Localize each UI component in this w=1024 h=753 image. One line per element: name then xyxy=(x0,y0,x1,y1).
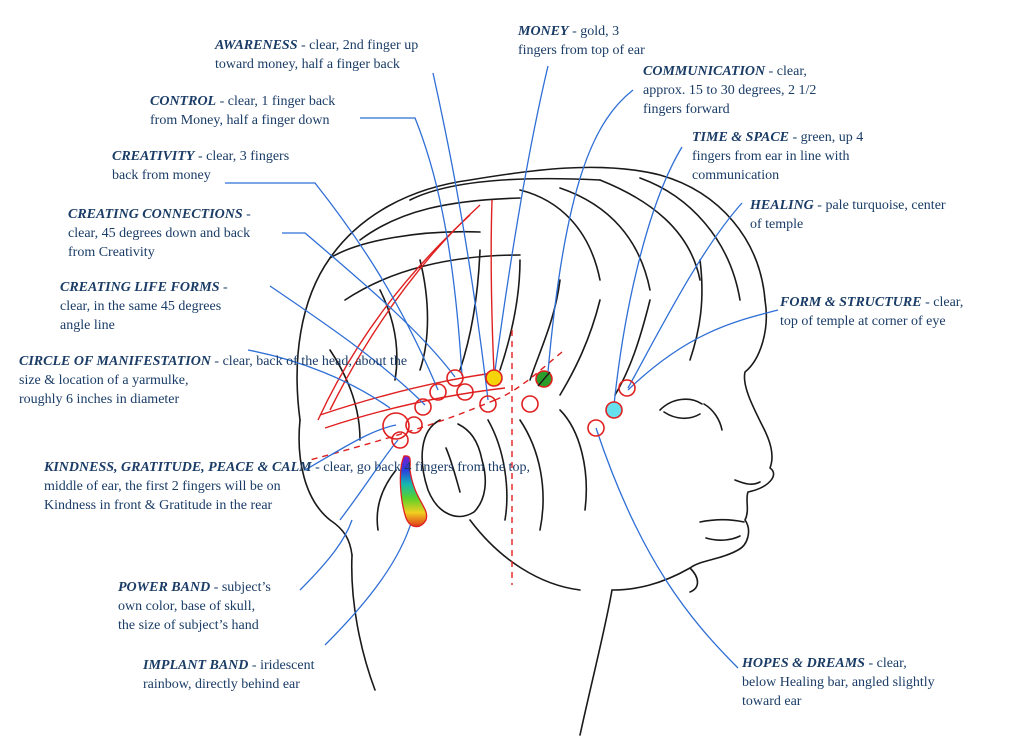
head-outline xyxy=(296,166,775,736)
label-creating-life-forms: CREATING LIFE FORMS - clear, in the same… xyxy=(60,278,228,335)
label-kindness-line-2: - clear, go back 4 fingers from the top, xyxy=(311,460,530,475)
label-power-band-line-2: own color, base of skull, xyxy=(118,599,256,614)
label-creativity-line-2: back from money xyxy=(112,168,211,183)
label-circle-of-manifestation: CIRCLE OF MANIFESTATION - clear, back of… xyxy=(19,352,407,409)
label-hopes-dreams: HOPES & DREAMS - clear, below Healing ba… xyxy=(742,654,935,711)
label-awareness: AWARENESS - clear, 2nd finger up toward … xyxy=(215,36,418,74)
label-communication-line-2: approx. 15 to 30 degrees, 2 1/2 xyxy=(643,83,817,98)
label-healing-line-1: - pale turquoise, center xyxy=(813,198,946,213)
label-circle-of-manifestation-title: CIRCLE OF MANIFESTATION xyxy=(19,354,211,369)
money-point xyxy=(485,369,503,387)
kindness-point xyxy=(391,431,409,449)
label-implant-band-title: IMPLANT BAND xyxy=(143,658,249,673)
label-implant-band: IMPLANT BAND - iridescent rainbow, direc… xyxy=(143,656,315,694)
label-form-structure-line-2: top of temple at corner of eye xyxy=(780,314,946,329)
label-implant-band-line-2: rainbow, directly behind ear xyxy=(143,677,300,692)
label-time-space: TIME & SPACE - green, up 4 fingers from … xyxy=(692,128,863,185)
control-point xyxy=(429,383,447,401)
creating-life-forms-point xyxy=(414,398,432,416)
communication-point xyxy=(521,395,539,413)
label-power-band-title: POWER BAND xyxy=(118,580,211,595)
label-creating-connections-line-3: from Creativity xyxy=(68,245,155,260)
label-kindness-gratitude: KINDNESS, GRATITUDE, PEACE & CALM - clea… xyxy=(44,458,530,515)
label-time-space-line-2: fingers from ear in line with xyxy=(692,149,850,164)
label-power-band-line-3: the size of subject’s hand xyxy=(118,618,259,633)
label-creativity-line-1: - clear, 3 fingers xyxy=(194,149,290,164)
red-meridian-lines xyxy=(317,199,506,429)
label-creating-life-forms-line-2: clear, in the same 45 degrees xyxy=(60,299,222,314)
time-space-mark xyxy=(537,371,551,387)
label-healing-line-2: of temple xyxy=(750,217,804,232)
label-form-structure-title: FORM & STRUCTURE xyxy=(780,295,922,310)
label-circle-of-manifestation-line-2: - clear, back of the head, about the xyxy=(214,354,408,369)
label-circle-of-manifestation-line-3: size & location of a yarmulke, xyxy=(19,373,189,388)
label-awareness-line-2: toward money, half a finger back xyxy=(215,57,400,72)
leader-lines xyxy=(225,65,779,669)
label-circle-of-manifestation-line-4: roughly 6 inches in diameter xyxy=(19,392,180,407)
label-hopes-dreams-line-2: below Healing bar, angled slightly xyxy=(742,675,935,690)
healing-point xyxy=(605,401,623,419)
label-form-structure: FORM & STRUCTURE - clear, top of temple … xyxy=(780,293,963,331)
awareness-point xyxy=(446,369,464,387)
label-hopes-dreams-title: HOPES & DREAMS xyxy=(742,656,865,671)
label-creating-life-forms-line-3: angle line xyxy=(60,318,115,333)
label-communication-line-1: - clear, xyxy=(765,64,807,79)
label-money-line-2: fingers from top of ear xyxy=(518,43,645,58)
label-time-space-line-3: communication xyxy=(692,168,780,183)
label-implant-band-line-1: - iridescent xyxy=(248,658,315,673)
red-dashed-lines xyxy=(309,330,563,585)
label-kindness-title: KINDNESS, GRATITUDE, PEACE & xyxy=(44,460,269,475)
label-kindness-line-3: middle of ear, the first 2 fingers will … xyxy=(44,479,281,494)
label-control-line-2: from Money, half a finger down xyxy=(150,113,330,128)
label-communication-title: COMMUNICATION xyxy=(643,64,766,79)
circle-of-manifestation-point xyxy=(382,412,410,440)
label-hopes-dreams-line-1: - clear, xyxy=(864,656,907,671)
label-creating-life-forms-title: CREATING LIFE FORMS xyxy=(60,280,220,295)
label-creativity: CREATIVITY - clear, 3 fingers back from … xyxy=(112,147,289,185)
label-creating-connections-line-1: - xyxy=(242,207,251,222)
label-communication: COMMUNICATION - clear, approx. 15 to 30 … xyxy=(643,62,816,119)
label-creating-connections: CREATING CONNECTIONS - clear, 45 degrees… xyxy=(68,205,251,262)
label-money-title: MONEY xyxy=(518,24,569,39)
label-healing: HEALING - pale turquoise, center of temp… xyxy=(750,196,946,234)
label-kindness-calm: CALM xyxy=(271,460,312,475)
label-creating-life-forms-line-1: - xyxy=(219,280,228,295)
implant-band xyxy=(399,455,428,528)
gratitude-point xyxy=(405,416,423,434)
label-power-band: POWER BAND - subject’s own color, base o… xyxy=(118,578,271,635)
label-awareness-line-1: - clear, 2nd finger up xyxy=(297,38,419,53)
label-money: MONEY - gold, 3 fingers from top of ear xyxy=(518,22,645,60)
form-structure-point xyxy=(618,379,636,397)
chakra-points xyxy=(382,369,636,449)
label-time-space-title: TIME & SPACE xyxy=(692,130,789,145)
label-control-title: CONTROL xyxy=(150,94,217,109)
label-money-line-1: - gold, 3 xyxy=(568,24,620,39)
label-communication-line-3: fingers forward xyxy=(643,102,730,117)
label-healing-title: HEALING xyxy=(750,198,814,213)
label-creativity-title: CREATIVITY xyxy=(112,149,195,164)
label-power-band-line-1: - subject’s xyxy=(210,580,271,595)
hopes-dreams-point xyxy=(587,419,605,437)
label-control: CONTROL - clear, 1 finger back from Mone… xyxy=(150,92,335,130)
label-time-space-line-1: - green, up 4 xyxy=(789,130,864,145)
label-hopes-dreams-line-3: toward ear xyxy=(742,694,802,709)
label-control-line-1: - clear, 1 finger back xyxy=(216,94,336,109)
label-kindness-line-4: Kindness in front & Gratitude in the rea… xyxy=(44,498,273,513)
label-creating-connections-line-2: clear, 45 degrees down and back xyxy=(68,226,251,241)
creativity-point xyxy=(456,383,474,401)
creating-connections-point xyxy=(479,395,497,413)
label-awareness-title: AWARENESS xyxy=(215,38,298,53)
label-creating-connections-title: CREATING CONNECTIONS xyxy=(68,207,243,222)
label-form-structure-line-1: - clear, xyxy=(921,295,964,310)
